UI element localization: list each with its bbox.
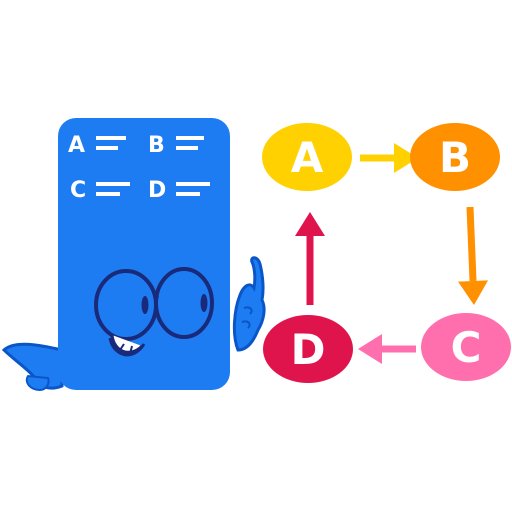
node-label: B [439, 133, 471, 182]
smile-mouth [108, 334, 146, 357]
node-ellipse [421, 313, 511, 381]
arrow-b-to-c [458, 206, 489, 305]
cycle-node-d: D [263, 315, 353, 383]
left-pupil [141, 296, 149, 314]
answer-row-1: A B [68, 133, 204, 158]
cycle-nodes: A B C D [262, 123, 511, 383]
answer-line [176, 146, 198, 150]
round-glasses-icon [94, 267, 214, 341]
arrow-d-to-a [295, 212, 325, 305]
card-body [58, 118, 230, 390]
cycle-edges [295, 143, 489, 364]
node-ellipse [262, 123, 352, 191]
right-pupil [200, 294, 208, 312]
answer-line [176, 136, 204, 140]
answer-row-2: C D [70, 178, 210, 203]
node-ellipse [410, 123, 500, 191]
arrow-shaft [466, 206, 477, 282]
quiz-card-character: A B C D [1, 118, 266, 392]
answer-letter: A [68, 133, 85, 158]
answer-line [96, 192, 120, 196]
arrow-head [295, 212, 325, 236]
answer-line [176, 182, 210, 186]
left-hand-icon [25, 374, 50, 392]
answer-line [96, 136, 126, 140]
arrow-a-to-b [360, 143, 418, 173]
answer-letter: D [148, 178, 166, 203]
answer-line [96, 182, 130, 186]
arrow-head [458, 280, 489, 305]
answer-letter: B [148, 133, 165, 158]
node-label: C [451, 323, 482, 372]
answer-letter: C [70, 178, 86, 203]
node-label: A [291, 133, 324, 182]
cycle-node-a: A [262, 123, 352, 191]
answer-line [96, 146, 118, 150]
node-ellipse [263, 315, 353, 383]
answer-line [176, 192, 200, 196]
node-label: D [291, 325, 326, 374]
arrow-c-to-d [358, 334, 416, 364]
cycle-node-c: C [421, 313, 511, 381]
cycle-node-b: B [410, 123, 500, 191]
arrow-head [358, 334, 382, 364]
arrow-head [394, 143, 418, 173]
pointing-finger-icon [232, 256, 266, 352]
